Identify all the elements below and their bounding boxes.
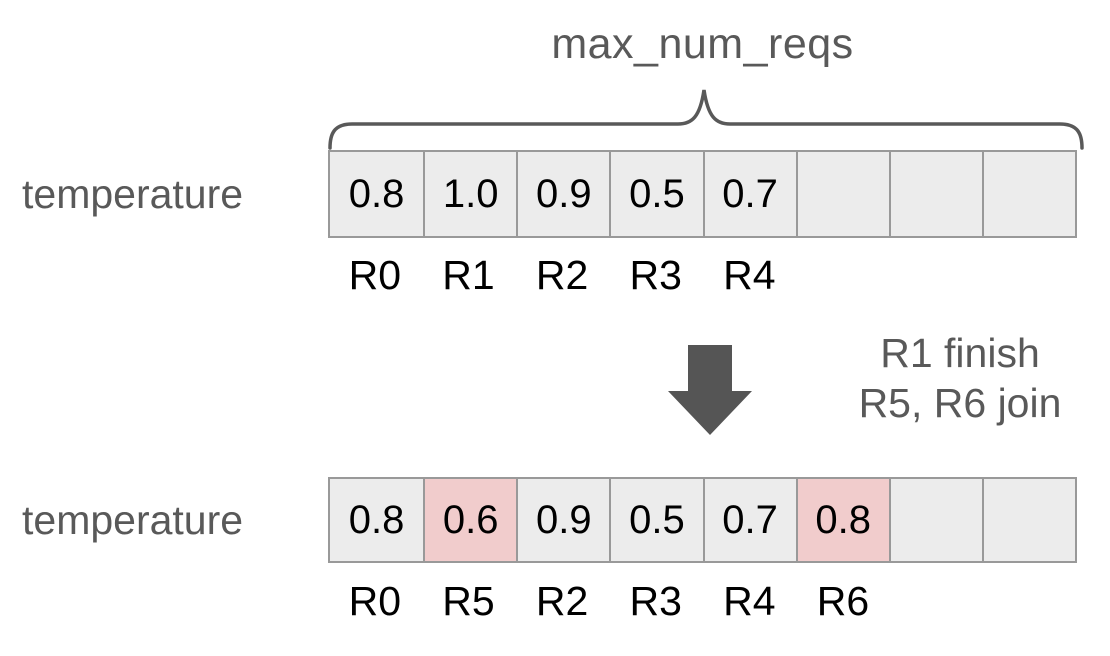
row-after-array: 0.8 0.6 0.9 0.5 0.7 0.8 [328, 477, 1077, 563]
array-cell: 0.5 [609, 479, 703, 561]
array-cell: 0.9 [516, 479, 610, 561]
request-label: R2 [535, 578, 589, 624]
request-label: R1 [442, 252, 495, 298]
request-label: R0 [348, 578, 402, 624]
request-label: R6 [816, 578, 870, 624]
row-after-temperature-label: temperature [22, 496, 244, 543]
row-after-request-labels: R0 R5 R2 R3 R4 R6 [328, 578, 1077, 625]
transition-note: R1 finish R5, R6 join [835, 328, 1085, 428]
array-cell: 1.0 [423, 152, 517, 236]
max-num-reqs-title: max_num_reqs [551, 20, 854, 68]
array-cell [888, 479, 982, 561]
request-label: R2 [535, 252, 589, 298]
request-label: R3 [629, 252, 682, 298]
array-cell: 0.7 [702, 479, 796, 561]
down-arrow-icon [668, 345, 752, 435]
request-label: R0 [348, 252, 402, 298]
array-cell [888, 152, 982, 236]
curly-brace-icon [328, 89, 1084, 150]
array-cell [981, 152, 1075, 236]
request-label: R5 [442, 578, 495, 624]
array-cell: 0.5 [609, 152, 703, 236]
request-label: R3 [629, 578, 682, 624]
array-cell: 0.9 [516, 152, 610, 236]
transition-line-2: R5, R6 join [858, 380, 1062, 426]
transition-line-1: R1 finish [880, 330, 1040, 376]
row-before-request-labels: R0 R1 R2 R3 R4 [328, 252, 1077, 299]
array-cell: 0.8 [330, 479, 424, 561]
array-cell [981, 479, 1075, 561]
request-label: R4 [723, 578, 776, 624]
row-before-array: 0.8 1.0 0.9 0.5 0.7 [328, 150, 1077, 238]
request-label: R4 [723, 252, 776, 298]
array-cell: 0.8 [795, 479, 889, 561]
array-cell: 0.7 [702, 152, 796, 236]
array-cell [795, 152, 889, 236]
array-cell: 0.8 [330, 152, 424, 236]
array-cell: 0.6 [423, 479, 517, 561]
row-before-temperature-label: temperature [22, 170, 244, 217]
